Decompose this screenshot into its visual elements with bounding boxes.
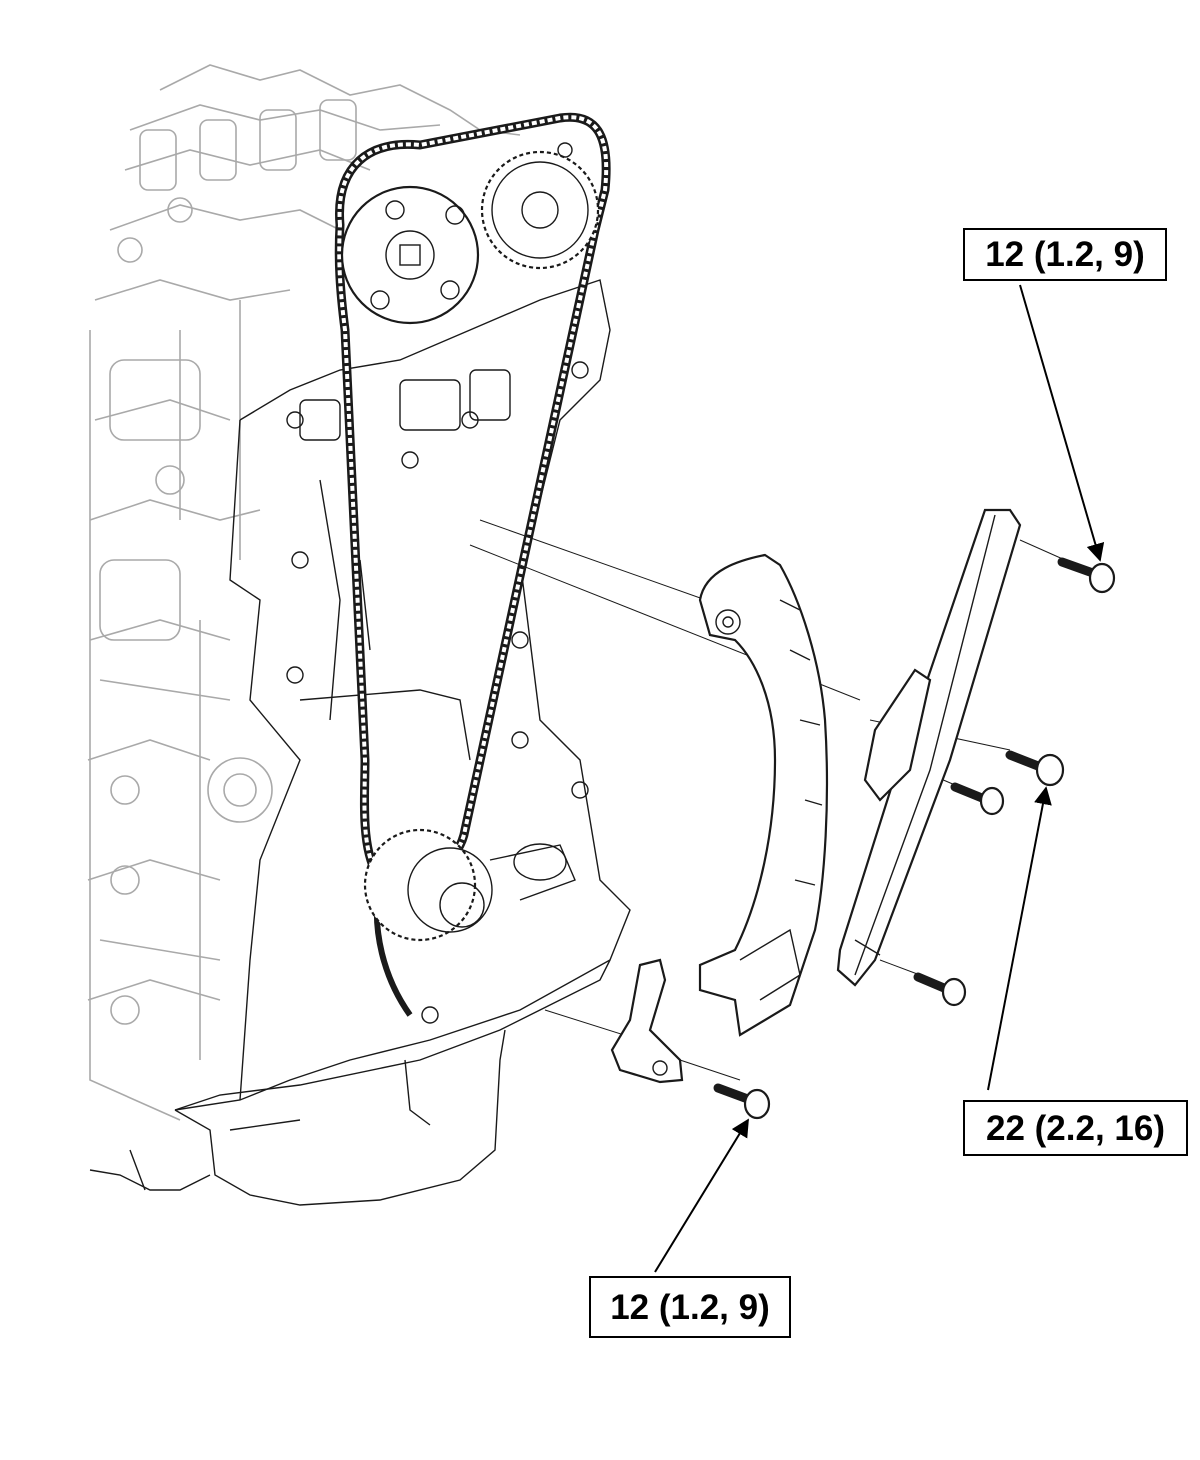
torque-callout-bottom: 12 (1.2, 9)	[589, 1276, 791, 1338]
leader-arrows	[654, 284, 1105, 1273]
cam-chain-guide	[698, 553, 829, 1037]
leader-arrow-top-right	[1019, 284, 1105, 562]
exhaust-cam-sprocket	[480, 142, 600, 270]
leader-arrow-right	[987, 786, 1052, 1091]
bolt-tensioner-top	[1057, 557, 1116, 594]
engine-block-ghost	[87, 64, 521, 1121]
bolt-oil-pump-guide	[713, 1083, 771, 1120]
oil-pump-chain-guide	[610, 958, 684, 1084]
bolt-guide-lower	[913, 972, 967, 1007]
intake-cam-sprocket	[340, 185, 480, 325]
oil-pan	[89, 959, 611, 1206]
crankshaft-sprocket	[363, 828, 576, 942]
bolt-guide-middle	[950, 782, 1005, 816]
leader-arrow-bottom	[654, 1118, 749, 1273]
torque-callout-top-right: 12 (1.2, 9)	[963, 228, 1167, 281]
torque-callout-right: 22 (2.2, 16)	[963, 1100, 1188, 1156]
bolt-guide-upper	[1005, 750, 1065, 787]
chain-tensioner-arm	[836, 508, 1022, 987]
